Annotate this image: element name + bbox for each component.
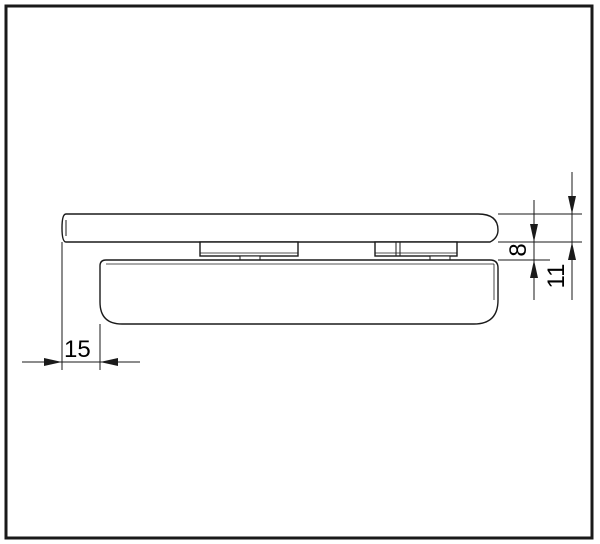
dim-15-arrow-left xyxy=(44,358,62,366)
left-insert xyxy=(199,241,299,257)
bottom-body xyxy=(99,259,499,325)
dim-11-arrow-bottom xyxy=(568,242,576,260)
drawing-border xyxy=(4,4,594,540)
right-insert xyxy=(374,241,458,257)
dim-8-label: 8 xyxy=(505,243,532,256)
dim-15-label: 15 xyxy=(64,336,91,363)
dim-11-label: 11 xyxy=(543,264,570,289)
dim-15-arrow-right xyxy=(100,358,118,366)
dim-8-arrow-bottom xyxy=(530,260,538,278)
dim-11-arrow-top xyxy=(568,196,576,214)
dim-8-arrow-top xyxy=(530,224,538,242)
top-plate xyxy=(61,213,499,243)
